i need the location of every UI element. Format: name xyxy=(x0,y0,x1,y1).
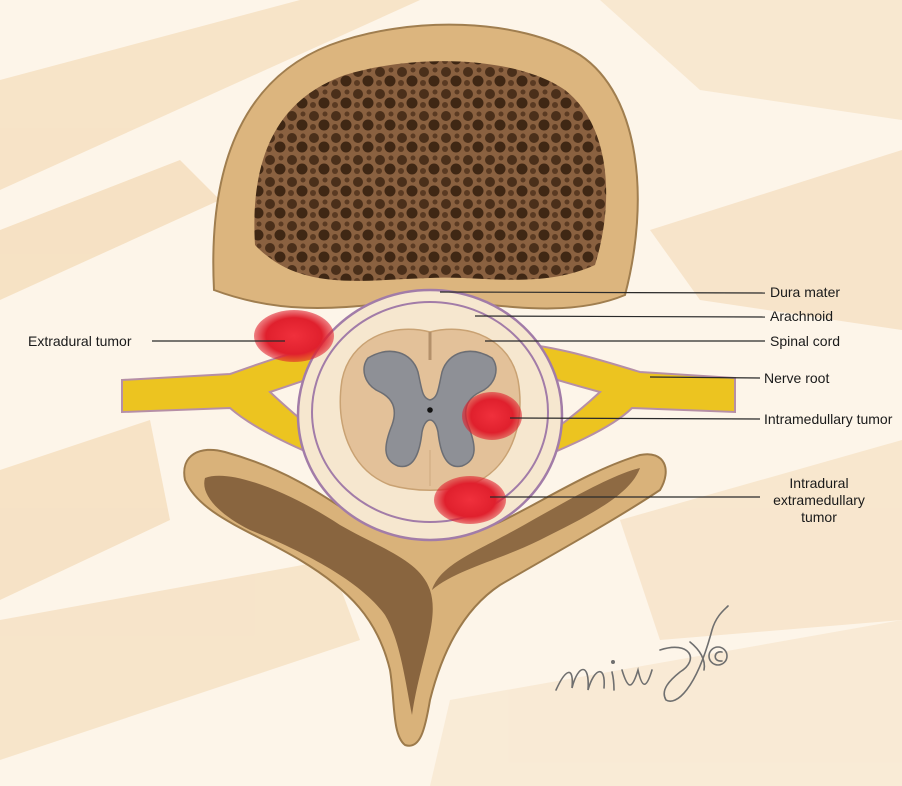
label-dura-mater: Dura mater xyxy=(770,284,840,301)
label-line-3: tumor xyxy=(744,509,894,526)
label-arachnoid: Arachnoid xyxy=(770,308,833,325)
label-intradural-extramedullary-tumor: Intradural extramedullary tumor xyxy=(744,475,894,526)
intramedullary-tumor xyxy=(462,392,522,440)
label-line-1: Intradural xyxy=(744,475,894,492)
intradural-extramedullary-tumor xyxy=(434,476,506,524)
label-intramedullary-tumor: Intramedullary tumor xyxy=(764,411,892,428)
label-line-2: extramedullary xyxy=(744,492,894,509)
label-extradural-tumor: Extradural tumor xyxy=(28,333,131,350)
label-nerve-root: Nerve root xyxy=(764,370,829,387)
central-canal xyxy=(427,407,433,413)
extradural-tumor xyxy=(254,310,334,362)
label-spinal-cord: Spinal cord xyxy=(770,333,840,350)
